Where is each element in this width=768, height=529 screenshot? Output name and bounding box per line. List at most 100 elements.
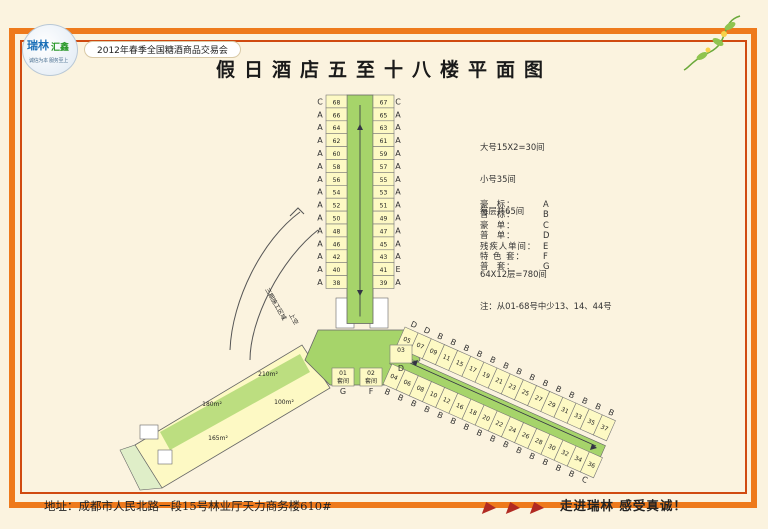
room-class: B [554, 384, 563, 394]
room-type-code: E [543, 240, 549, 251]
room-number: 15 [455, 359, 465, 369]
room-count-notes: 大号15X2=30间 小号35间 每层共65间 64X12层=780间 注：从0… [480, 121, 612, 322]
room-number: 42 [333, 254, 341, 261]
room-class: B [462, 343, 471, 353]
room-class: D [409, 320, 418, 331]
room-class: A [395, 239, 401, 248]
room-number: 36 [586, 461, 596, 471]
room-number: 35 [586, 418, 596, 428]
room-class: A [317, 162, 323, 171]
room-class: G [340, 387, 346, 396]
room-class: A [317, 175, 323, 184]
room-type-code: B [543, 209, 549, 220]
room-cell [592, 414, 616, 442]
room-class: A [317, 188, 323, 197]
room-type-label: 普 套： [480, 261, 516, 272]
area-label: 100m² [274, 399, 294, 406]
logo-subtitle: 诚信为本 服务至上 [29, 58, 68, 64]
room-class: A [395, 201, 401, 210]
side-label: 三期施工区域 [263, 286, 288, 321]
room-number: 45 [380, 241, 388, 248]
room-number: 02 [367, 370, 375, 377]
room-class: A [317, 149, 323, 158]
outer-wall [249, 229, 319, 361]
inner-frame [20, 40, 747, 494]
room-number: 67 [380, 99, 388, 106]
logo-text-2: 汇鑫 [51, 43, 70, 53]
room-number: 62 [333, 138, 341, 145]
room-class: B [554, 463, 563, 473]
west-wing-stair [119, 444, 163, 491]
room-number: 23 [507, 383, 517, 393]
note-missing-rooms: 注：从01-68号中少13、14、44号 [480, 300, 612, 311]
room-number: 32 [560, 449, 570, 459]
room-class: B [567, 469, 576, 479]
room-number: 47 [380, 228, 388, 235]
suite-note: 套间 [365, 377, 377, 385]
room-number: 57 [380, 164, 388, 171]
room-class: A [317, 123, 323, 132]
note-large-rooms: 大号15X2=30间 [480, 142, 545, 153]
room-class: A [317, 252, 323, 261]
room-class: B [488, 434, 497, 444]
room-class: A [317, 265, 323, 274]
room-type-code: A [543, 199, 549, 209]
room-class: B [475, 349, 484, 359]
room-number: 30 [547, 443, 557, 453]
outer-wall [289, 207, 305, 217]
room-number: 06 [402, 379, 412, 389]
room-number: 31 [560, 406, 570, 416]
room-class: E [395, 265, 400, 274]
room-number: 07 [415, 342, 425, 352]
logo-text: 瑞林 [27, 39, 49, 52]
room-number: 39 [380, 280, 388, 287]
room-number: 51 [380, 203, 388, 210]
footer-address: 地址：成都市人民北路一段15号林业厅天力商务楼610# [44, 499, 332, 513]
room-group: 37B [592, 408, 616, 442]
room-number: 18 [468, 408, 478, 418]
room-number: 60 [333, 151, 341, 158]
note-small-rooms: 小号35间 [480, 173, 516, 184]
room-class: C [395, 97, 401, 106]
vine-decoration [683, 15, 741, 71]
room-number: 43 [380, 254, 388, 261]
west-wing-corridor [160, 354, 310, 450]
stair-icon [157, 449, 173, 465]
room-class: B [423, 404, 432, 414]
room-class: C [317, 97, 323, 106]
side-label: 上空 [287, 312, 300, 326]
room-number: 09 [428, 347, 438, 357]
room-cell [579, 451, 603, 479]
room-class: A [395, 252, 401, 261]
footer-slogan: 走进瑞林 感受真诚！ [560, 498, 687, 513]
room-class: B [607, 408, 616, 418]
room-cell [325, 275, 348, 289]
room-class: F [369, 387, 374, 396]
room-number: 04 [389, 373, 399, 383]
suite-cell [331, 367, 355, 387]
corridor-arrow-line [409, 362, 597, 447]
room-type-label: 豪 标： [480, 199, 516, 209]
room-class: B [541, 378, 550, 388]
room-number: 65 [380, 112, 388, 119]
room-class: A [395, 123, 401, 132]
room-class: B [594, 402, 603, 412]
outer-frame [9, 28, 757, 508]
room-number: 33 [573, 412, 583, 422]
room-number: 24 [507, 425, 517, 435]
room-type-code: D [543, 230, 550, 241]
room-class: B [436, 331, 445, 341]
room-type-label: 普 单： [480, 230, 516, 241]
room-type-code: F [543, 250, 548, 261]
room-number: 52 [333, 203, 341, 210]
room-number: 56 [333, 177, 341, 184]
room-type-label: 残疾人单间： [480, 240, 537, 251]
room-class: B [488, 355, 497, 365]
room-number: 63 [380, 125, 388, 132]
area-label: 210m² [258, 371, 278, 378]
room-type-label: 特 色 套： [480, 250, 525, 261]
room-class: A [317, 136, 323, 145]
room-class: A [317, 226, 323, 235]
room-class: B [567, 390, 576, 400]
